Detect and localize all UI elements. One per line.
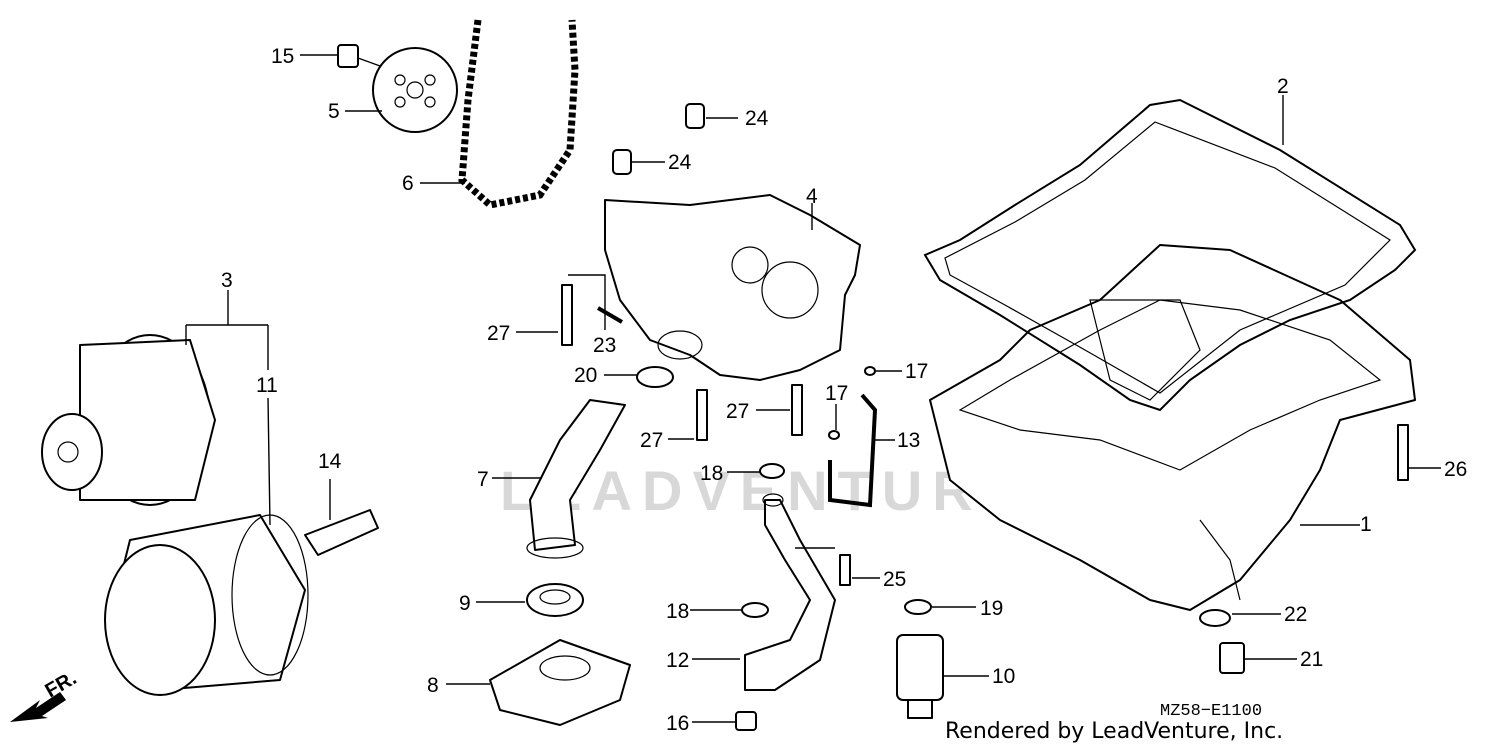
callout-12[interactable]: 12: [666, 649, 689, 672]
seal-part[interactable]: [526, 583, 584, 617]
front-direction-marker: FR.: [10, 667, 80, 722]
front-arrow-icon: [10, 692, 66, 722]
callout-26[interactable]: 26: [1444, 458, 1467, 481]
oil-strainer-part[interactable]: [489, 639, 631, 726]
oil-pan-gasket-part[interactable]: [923, 98, 1417, 412]
callout-9[interactable]: 9: [459, 592, 471, 615]
callout-24-mid[interactable]: 24: [668, 151, 692, 174]
sprocket-bolt-part[interactable]: [337, 44, 381, 68]
callout-20[interactable]: 20: [574, 364, 597, 387]
callout-5[interactable]: 5: [328, 100, 340, 123]
callout-24-top[interactable]: 24: [745, 107, 769, 130]
credit-text: Rendered by LeadVenture, Inc.: [945, 719, 1283, 744]
oil-filter-alt-part[interactable]: [104, 514, 309, 696]
callout-19[interactable]: 19: [980, 597, 1003, 620]
callout-6[interactable]: 6: [402, 172, 414, 195]
callout-4[interactable]: 4: [806, 185, 818, 208]
filter-bolt-part[interactable]: [304, 509, 379, 556]
callout-15[interactable]: 15: [271, 45, 294, 68]
callout-labels: 1 2 3 4 5 6 7 8 9 10 11 12 13 14 15 16 1…: [221, 45, 1467, 735]
drain-bolt-part[interactable]: [1219, 642, 1245, 674]
callout-27-mid[interactable]: 27: [726, 400, 749, 423]
callout-2[interactable]: 2: [1277, 75, 1289, 98]
cap-nut-part[interactable]: [735, 711, 757, 731]
front-marker-label: FR.: [42, 667, 81, 702]
callout-13[interactable]: 13: [897, 429, 920, 452]
oil-filter-part[interactable]: [41, 334, 216, 506]
o-ring-part[interactable]: [636, 366, 1231, 627]
sprocket-part[interactable]: [372, 47, 458, 133]
callout-11[interactable]: 11: [256, 374, 278, 397]
bolt-part[interactable]: [561, 284, 1409, 586]
callout-18-mid[interactable]: 18: [700, 462, 723, 485]
callout-14[interactable]: 14: [318, 450, 342, 473]
callout-27-left[interactable]: 27: [487, 322, 510, 345]
callout-21[interactable]: 21: [1300, 648, 1323, 671]
leader-lines: [185, 54, 1441, 723]
strainer-pipe-part[interactable]: [526, 399, 626, 559]
drive-chain-part[interactable]: [458, 19, 579, 209]
callout-7[interactable]: 7: [477, 468, 489, 491]
callout-17-top[interactable]: 17: [905, 360, 928, 383]
diagram-code: MZ58−E1100: [1160, 702, 1262, 721]
callout-10[interactable]: 10: [992, 665, 1015, 688]
callout-27-low[interactable]: 27: [640, 429, 663, 452]
callout-1[interactable]: 1: [1360, 513, 1372, 536]
oil-pump-part[interactable]: [604, 194, 861, 381]
callout-25[interactable]: 25: [883, 568, 906, 591]
callout-3[interactable]: 3: [221, 269, 233, 292]
callout-16[interactable]: 16: [666, 712, 689, 735]
oil-hose-part[interactable]: [828, 393, 878, 508]
collar-part[interactable]: [612, 103, 705, 175]
oil-pipe-part[interactable]: [744, 493, 836, 691]
pressure-switch-part[interactable]: [896, 634, 944, 719]
callout-22[interactable]: 22: [1284, 603, 1307, 626]
callout-8[interactable]: 8: [427, 674, 439, 697]
callout-23[interactable]: 23: [593, 334, 616, 357]
oil-pan-part[interactable]: [929, 244, 1416, 611]
callout-18-low[interactable]: 18: [666, 600, 689, 623]
pin-part[interactable]: [596, 306, 624, 324]
callout-17-mid[interactable]: 17: [825, 382, 848, 405]
